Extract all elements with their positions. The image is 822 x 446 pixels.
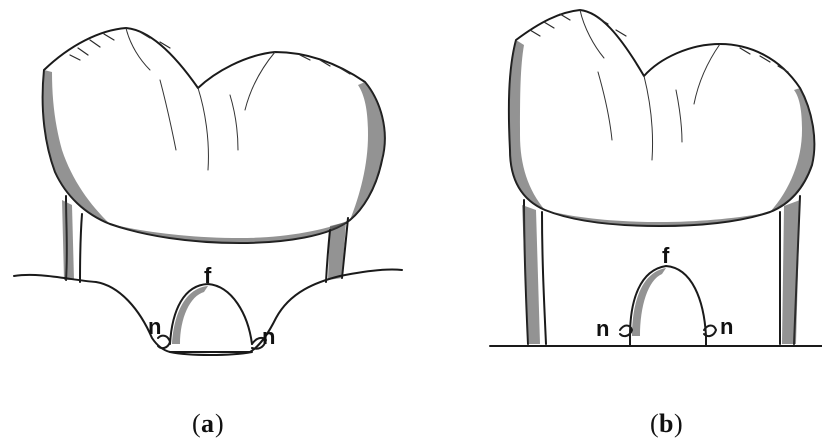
panel-b: f n n ( b ) <box>490 10 822 438</box>
panel-b-caption-letter: b <box>659 409 673 438</box>
panel-b-label-f: f <box>662 243 670 268</box>
panel-a-caption: ( a ) <box>192 409 224 438</box>
panel-a-tooth-crown <box>43 28 385 243</box>
panel-b-label-n-right: n <box>720 314 733 339</box>
panel-a-caption-close: ) <box>215 409 224 438</box>
panel-a-label-f: f <box>204 263 212 288</box>
panel-b-caption: ( b ) <box>650 409 683 438</box>
panel-b-label-n-left: n <box>596 316 609 341</box>
panel-b-tooth-crown <box>509 10 814 226</box>
panel-a-label-n-right: n <box>262 324 275 349</box>
panel-b-caption-open: ( <box>650 409 659 438</box>
panel-a-label-n-left: n <box>148 314 161 339</box>
panel-a: f n n ( a ) <box>14 28 402 438</box>
panel-a-caption-letter: a <box>201 409 214 438</box>
panel-a-caption-open: ( <box>192 409 201 438</box>
panel-b-caption-close: ) <box>674 409 683 438</box>
panel-b-furcation-and-base <box>490 266 822 346</box>
